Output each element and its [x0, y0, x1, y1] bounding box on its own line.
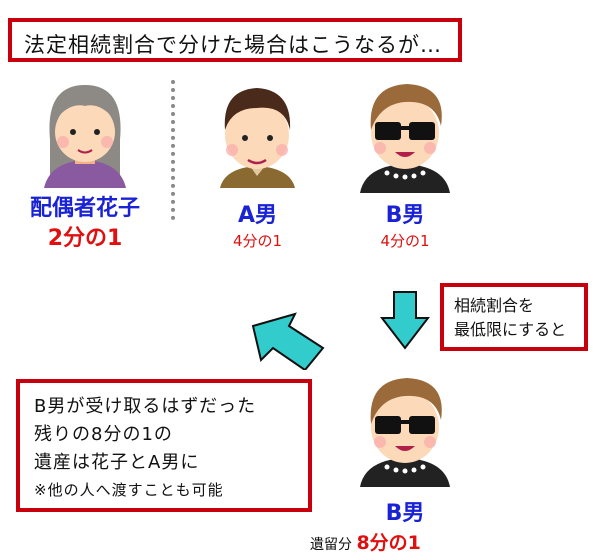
- heir-name-a: A男: [237, 203, 278, 228]
- heir-name-hanako: 配偶者花子: [29, 196, 140, 221]
- heir-name-b: B男: [385, 203, 425, 228]
- heir-share-hanako: 2分の1: [47, 226, 123, 251]
- result-line-1: B男が受け取るはずだった: [34, 396, 257, 417]
- arrow-down-icon: [379, 290, 431, 350]
- sunglasses-man-avatar: [355, 78, 455, 193]
- note-line-2: 最低限にすると: [454, 320, 567, 339]
- result-box: B男が受け取るはずだった 残りの8分の1の 遺産は花子とA男に ※他の人へ渡すこ…: [16, 379, 312, 512]
- result-line-3: 遺産は花子とA男に: [34, 452, 200, 473]
- sunglasses-man-avatar-bottom: [355, 372, 455, 487]
- man-avatar: [210, 80, 305, 188]
- bottom-heir-share-row: 遺留分 8分の1: [310, 528, 421, 555]
- note-line-1: 相続割合を: [454, 296, 535, 315]
- title-box: 法定相続割合で分けた場合はこうなるが…: [8, 18, 462, 62]
- elderly-woman-avatar: [30, 80, 140, 188]
- note-box: 相続割合を 最低限にすると: [440, 283, 588, 351]
- remain-share: 8分の1: [356, 532, 421, 554]
- result-line-2: 残りの8分の1の: [34, 424, 173, 445]
- arrow-up-left-icon: [245, 300, 335, 372]
- divider-line: [171, 80, 175, 220]
- result-line-4: ※他の人へ渡すことも可能: [34, 481, 224, 499]
- heir-share-b: 4分の1: [380, 232, 430, 250]
- heir-share-a: 4分の1: [232, 232, 283, 250]
- title-text: 法定相続割合で分けた場合はこうなるが…: [24, 33, 442, 57]
- remain-label: 遺留分: [310, 537, 352, 553]
- bottom-heir-name: B男: [385, 501, 425, 526]
